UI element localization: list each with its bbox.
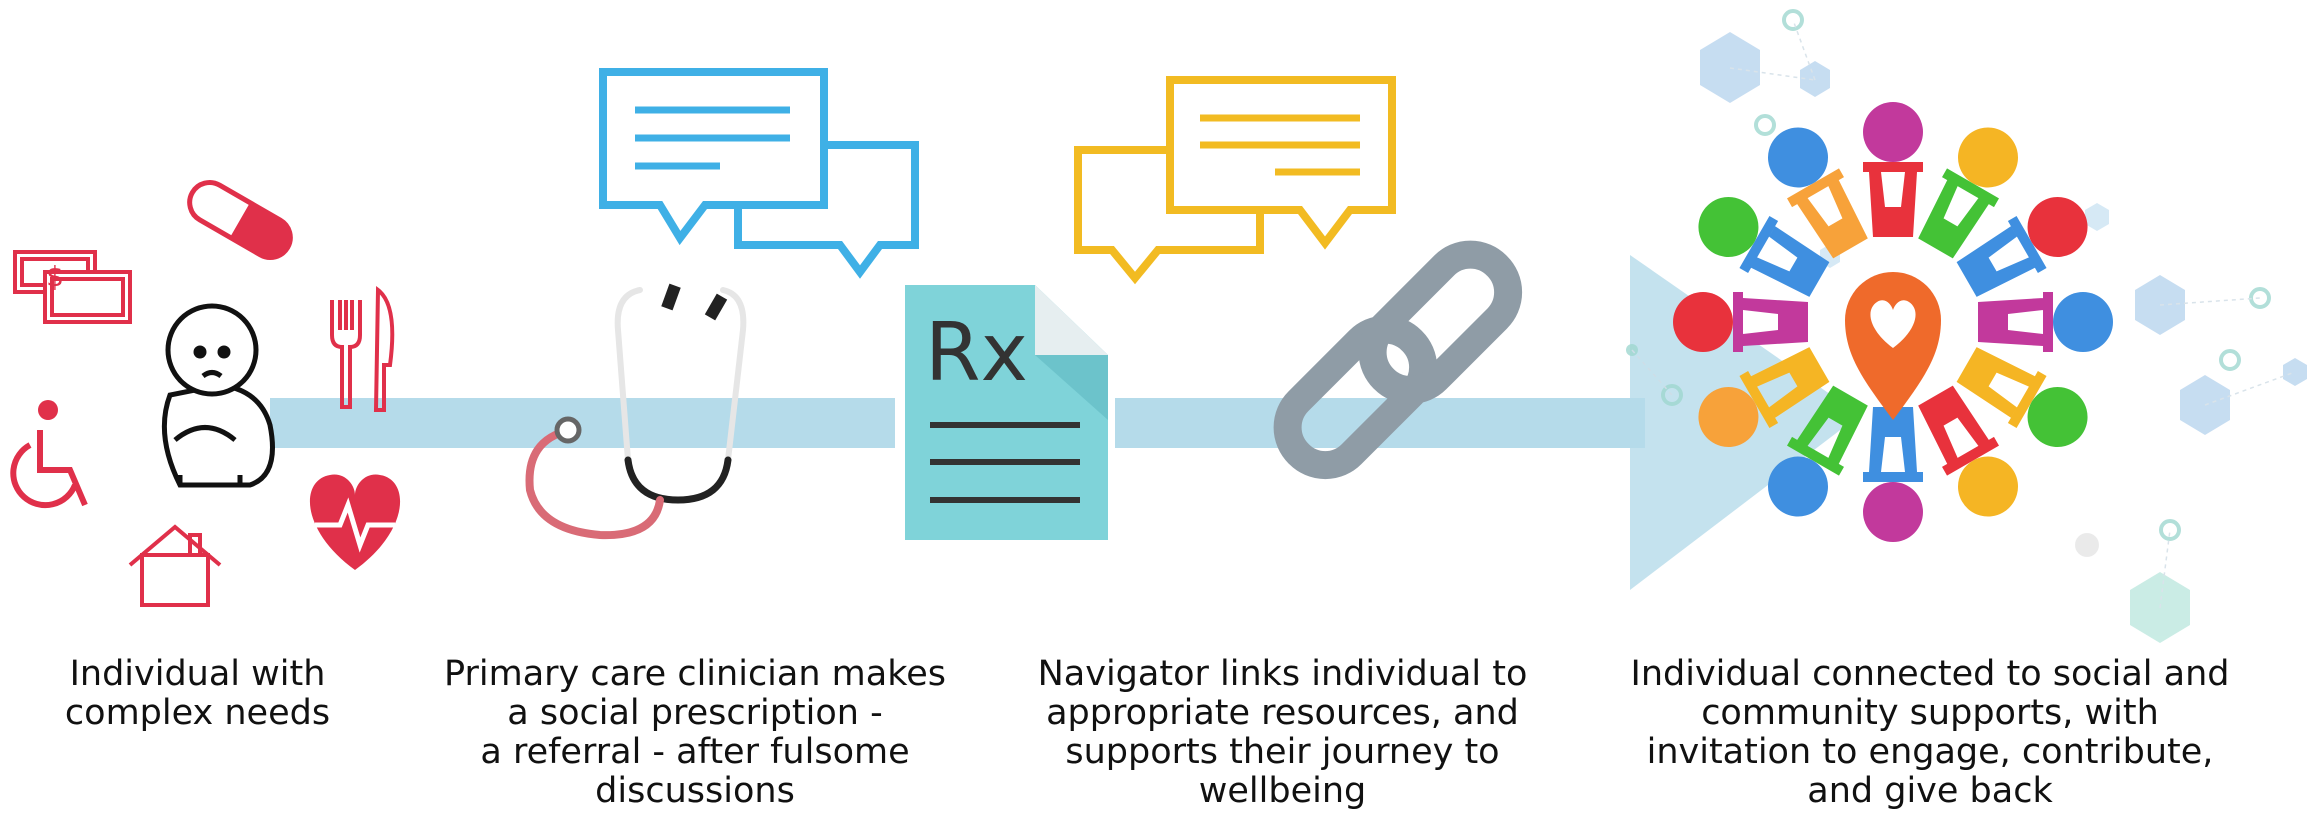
caption-line: Navigator links individual to xyxy=(1037,654,1528,694)
person-figure xyxy=(1863,102,1923,237)
caption-line: invitation to engage, contribute, xyxy=(1646,732,2214,772)
caption-line: wellbeing xyxy=(1198,771,1367,811)
person-figure xyxy=(1768,385,1868,517)
caption-line: appropriate resources, and xyxy=(1046,693,1519,733)
caption-line: a social prescription - xyxy=(507,693,883,733)
caption-line: supports their journey to xyxy=(1065,732,1500,772)
caption-connected: Individual connected to social and commu… xyxy=(1600,655,2260,811)
house-icon xyxy=(128,524,222,607)
heart-pin-icon xyxy=(1845,272,1941,420)
caption-line: Primary care clinician makes xyxy=(444,654,946,694)
caption-line: complex needs xyxy=(64,693,331,733)
prescription-icon: Rx xyxy=(905,285,1108,540)
person-figure xyxy=(1768,127,1868,259)
person-figure xyxy=(1863,407,1923,542)
chain-link-icon xyxy=(1273,240,1523,480)
person-figure xyxy=(1956,347,2088,447)
caption-line: Individual connected to social and xyxy=(1630,654,2230,694)
person-figure xyxy=(1698,347,1830,447)
caption-line: community supports, with xyxy=(1701,693,2159,733)
person-figure xyxy=(1673,292,1808,352)
caption-line: a referral - after fulsome xyxy=(480,732,910,772)
person-figure xyxy=(1918,385,2018,517)
pill-icon xyxy=(187,180,293,260)
person-figure xyxy=(1978,292,2113,352)
wheelchair-icon xyxy=(10,400,88,509)
community-circle-icon xyxy=(1673,102,2113,542)
caption-line: discussions xyxy=(595,771,795,811)
caption-line: and give back xyxy=(1807,771,2053,811)
person-figure xyxy=(1956,197,2088,297)
network-background xyxy=(1626,9,2307,643)
caption-navigator: Navigator links individual to appropriat… xyxy=(1010,655,1555,811)
money-symbol: $ xyxy=(46,260,64,293)
heartbeat-icon xyxy=(309,474,401,570)
stethoscope-icon xyxy=(525,283,747,540)
person-figure xyxy=(1918,127,2018,259)
chat-bubbles-icon xyxy=(599,68,919,279)
person-figure xyxy=(1698,197,1830,297)
chat-bubbles-icon-navigator xyxy=(1074,76,1396,285)
money-icon: $ xyxy=(13,250,132,324)
rx-symbol: Rx xyxy=(925,306,1028,399)
caption-line: Individual with xyxy=(69,654,326,694)
caption-clinician: Primary care clinician makes a social pr… xyxy=(405,655,985,811)
sad-person-icon xyxy=(161,303,275,488)
caption-individual: Individual with complex needs xyxy=(20,655,375,733)
cutlery-icon xyxy=(330,286,395,412)
